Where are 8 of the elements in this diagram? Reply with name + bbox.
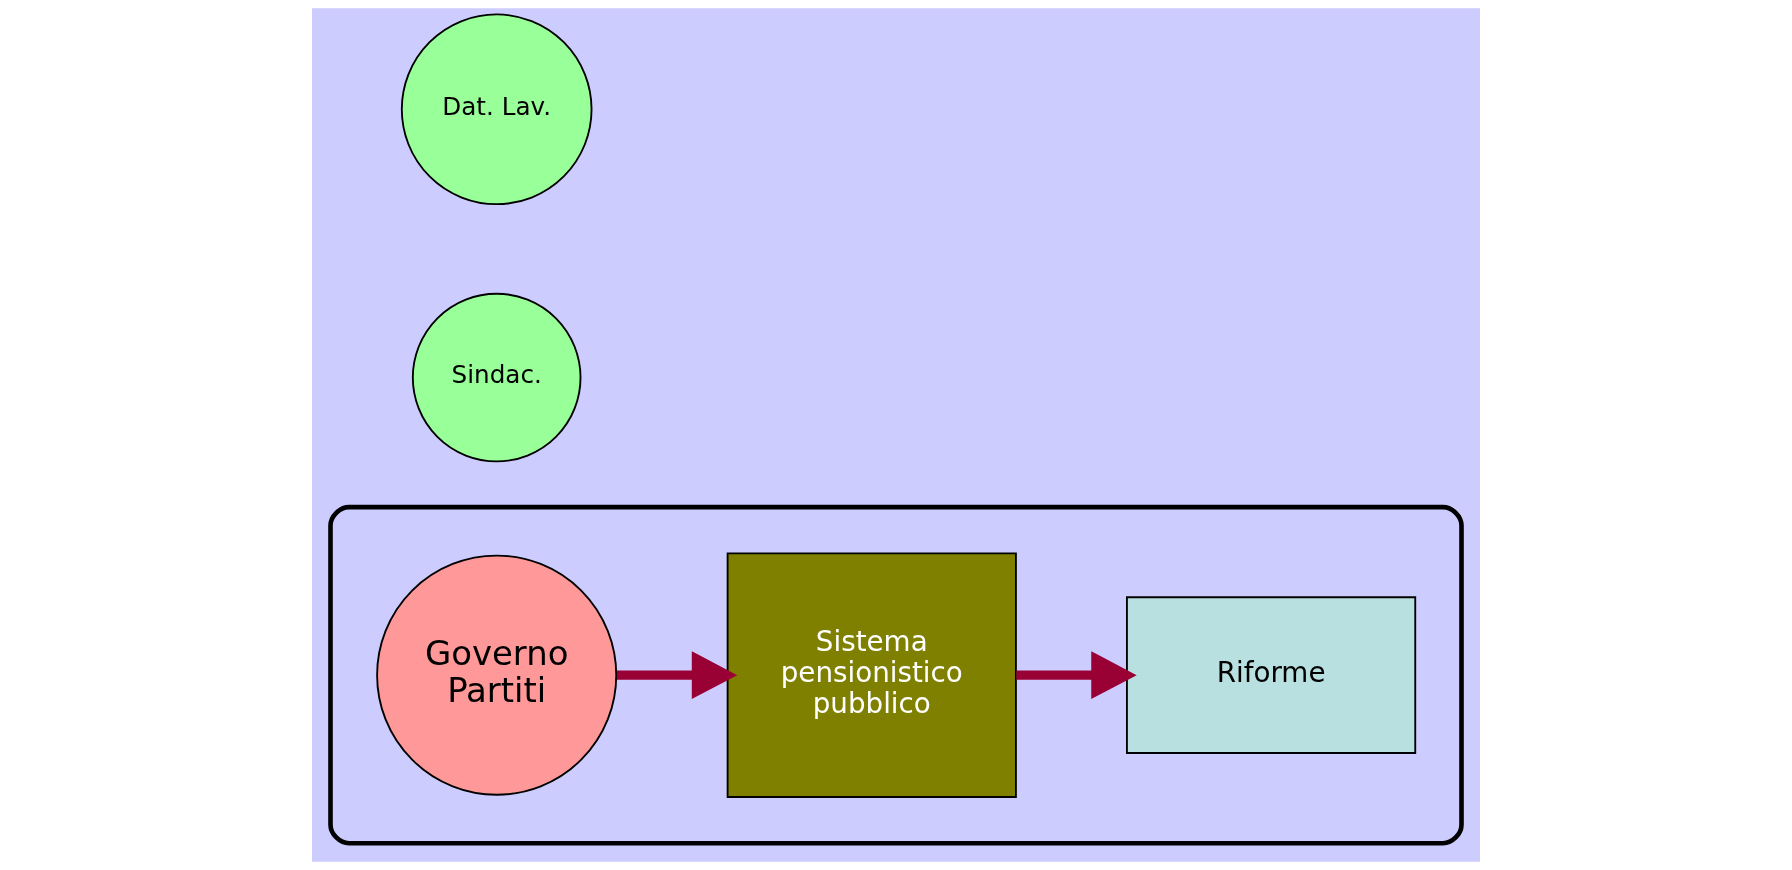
arrow [1016,651,1137,699]
arrow [616,651,738,699]
cluster [328,504,1464,846]
node-circle: Governo Partiti [376,554,618,796]
node-box: Sistema pensionistico pubblico [726,552,1017,798]
node-circle: Sindac. [411,292,582,463]
node-circle: Dat. Lav. [400,13,593,206]
node-box: Riforme [1126,596,1417,754]
